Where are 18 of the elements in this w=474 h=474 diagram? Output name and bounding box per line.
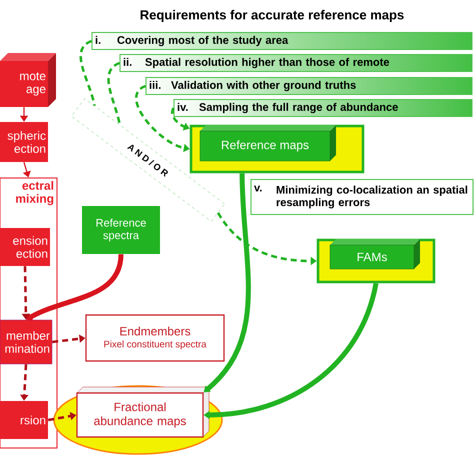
map-box: FAMs	[330, 239, 420, 270]
process-box: member mination	[0, 320, 52, 364]
process-box: mote age	[0, 53, 56, 107]
map-box: Fractional abundance maps	[76, 386, 210, 438]
requirement-box: i. Covering most of the study area	[92, 32, 472, 50]
output-box: Endmembers Pixel constituent spectra	[85, 314, 225, 362]
title: Requirements for accurate reference maps	[140, 10, 404, 22]
requirement-box: iv. Sampling the full range of abundance	[174, 99, 472, 117]
process-box: rsion	[0, 401, 48, 439]
process-box: spheric ection	[0, 122, 48, 162]
requirement-box: iii. Validation with other ground truths	[146, 77, 472, 95]
map-box: Reference maps	[200, 125, 336, 162]
arrow	[204, 173, 251, 392]
arrow	[26, 254, 124, 320]
requirement-box: ii. Spatial resolution higher than those of remote	[120, 54, 472, 72]
process-box: ension ection	[0, 228, 50, 266]
requirement-box: v. Minimizing co-localization an spatial resampling errors	[250, 179, 474, 215]
spectra-box: Reference spectra	[82, 206, 160, 254]
